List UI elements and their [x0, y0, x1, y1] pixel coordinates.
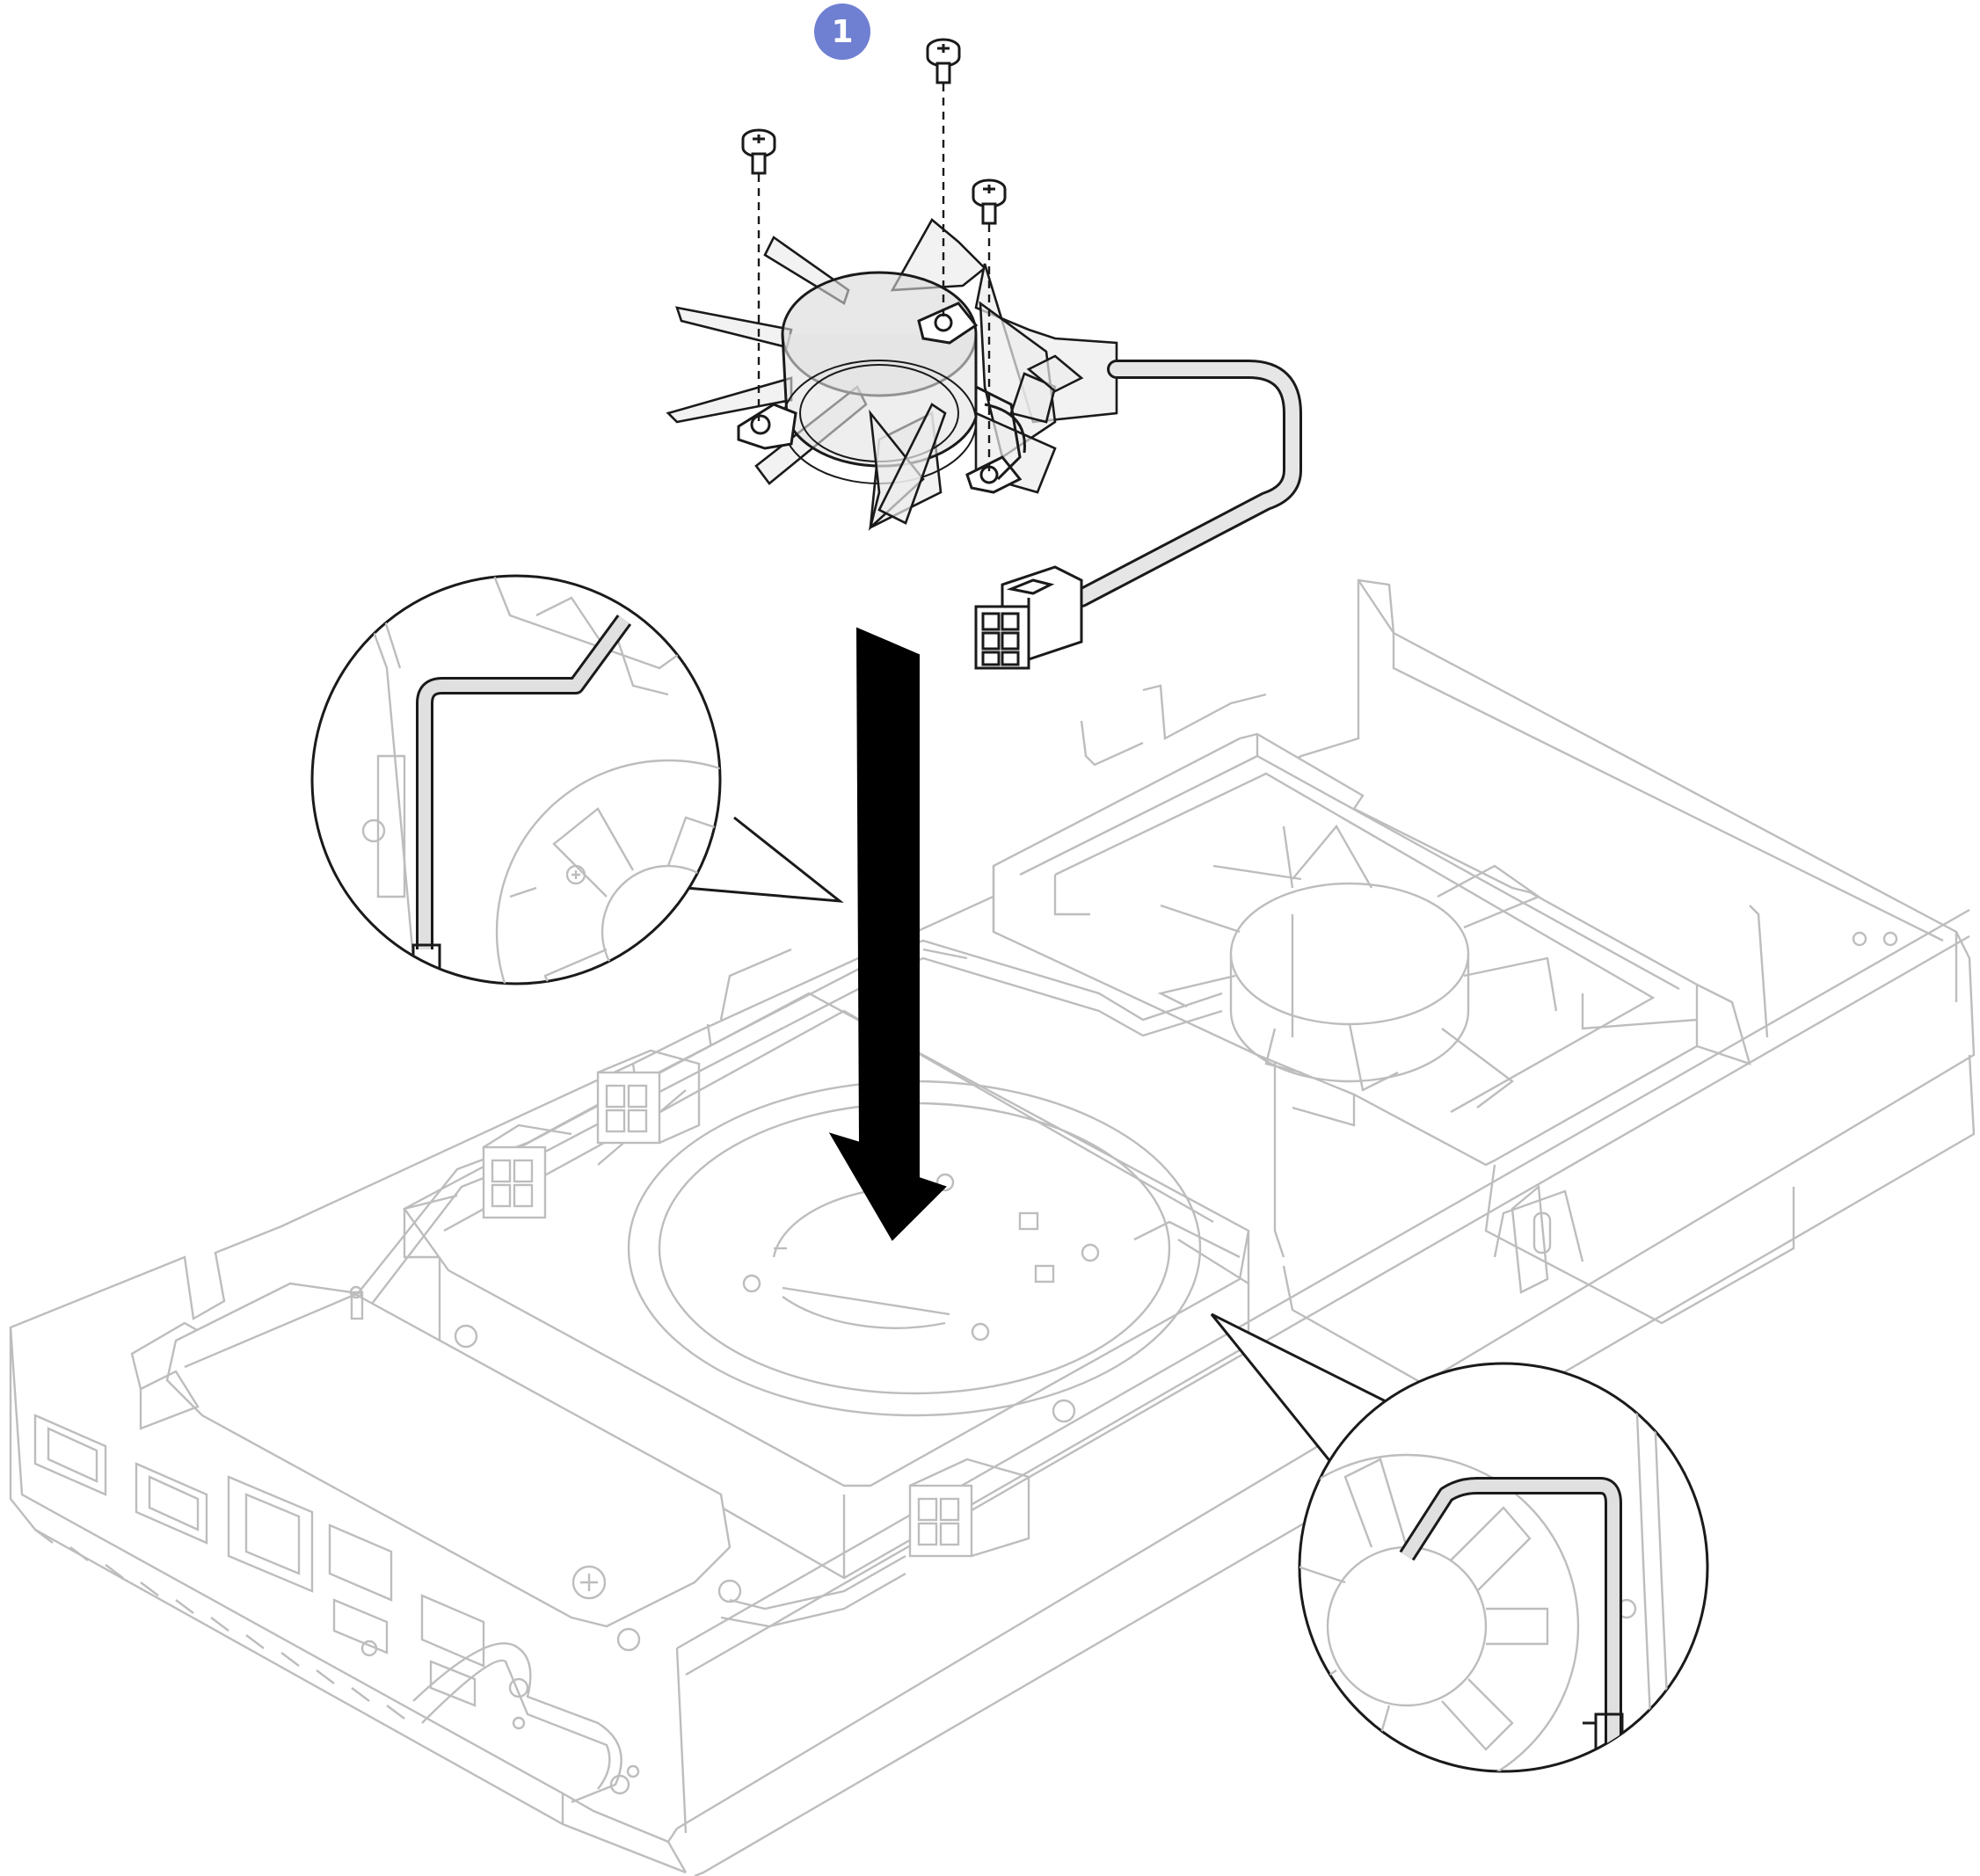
fan-cable-connector	[974, 565, 1083, 670]
fan-connector-ghost-2	[596, 1049, 701, 1145]
front-io-ports	[33, 1414, 640, 1795]
phillips-screw-icon	[972, 178, 1007, 225]
fan-connector-ghost-1	[482, 1123, 572, 1219]
chassis	[9, 578, 1976, 1876]
phillips-screw-icon	[741, 128, 776, 175]
fan-connector-ghost-3	[908, 1458, 1030, 1558]
step-number: 1	[831, 14, 853, 50]
fan-module	[666, 218, 1118, 531]
fan-cable	[1072, 360, 1302, 607]
phillips-screw-icon	[926, 38, 961, 84]
detail-callout-right	[1210, 1312, 1709, 1773]
down-arrow-icon	[828, 627, 947, 1241]
detail-callout-left	[310, 574, 844, 985]
step-badge: 1	[814, 4, 870, 60]
